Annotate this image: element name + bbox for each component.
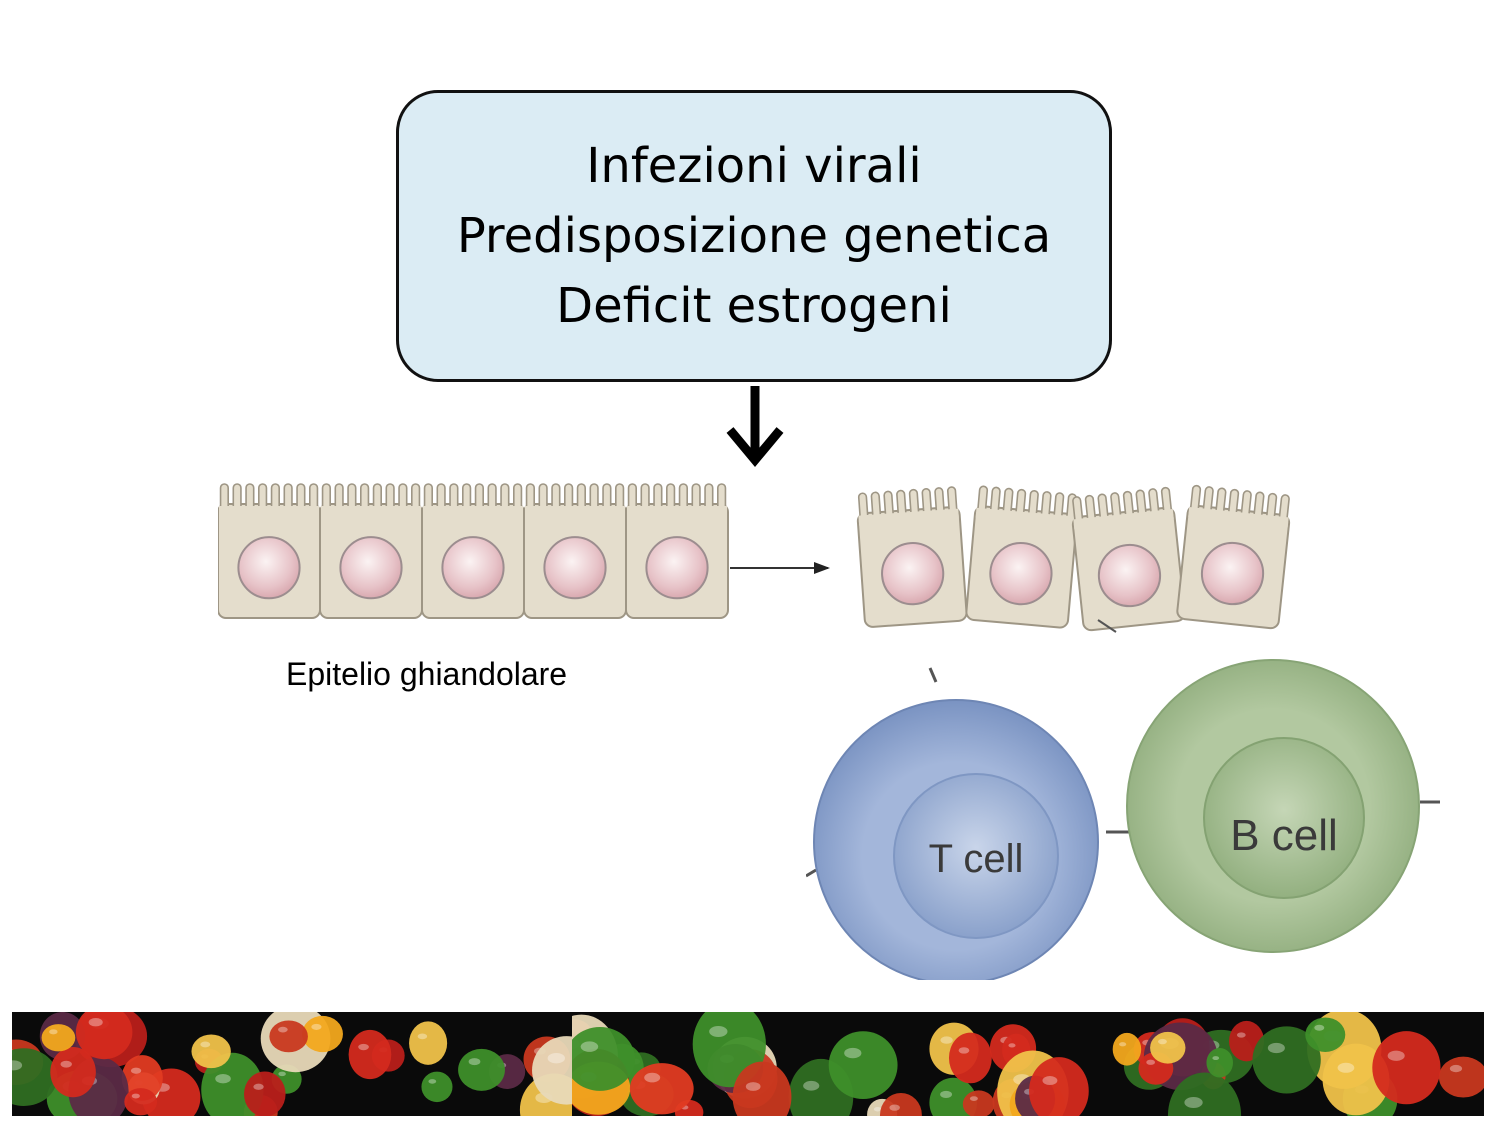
vegetables-footer-strip xyxy=(12,1012,1484,1116)
cause-genetic-predisposition: Predisposizione genetica xyxy=(456,208,1052,264)
epithelial-cell xyxy=(523,483,627,619)
epithelial-cell xyxy=(625,483,729,619)
epithelial-cell xyxy=(319,483,423,619)
cause-viral-infections: Infezioni virali xyxy=(586,138,922,194)
vegetables-panel xyxy=(572,1012,922,1116)
normal-epithelium xyxy=(218,483,830,619)
down-arrow-icon xyxy=(726,386,784,468)
vegetables-panel xyxy=(12,1012,572,1116)
lymphocytes-illustration: T cell B cell xyxy=(806,659,1440,980)
epithelial-cell xyxy=(218,483,321,619)
b-cell: B cell xyxy=(1126,659,1420,953)
cause-estrogen-deficit: Deficit estrogeni xyxy=(556,278,952,334)
causes-box: Infezioni virali Predisposizione genetic… xyxy=(396,90,1112,382)
b-cell-label: B cell xyxy=(1230,811,1338,860)
epithelial-cell xyxy=(1176,484,1291,630)
epithelial-cell xyxy=(965,485,1078,629)
epithelium-label: Epitelio ghiandolare xyxy=(286,656,568,692)
epithelial-cell xyxy=(421,483,525,619)
epithelial-cell xyxy=(856,486,968,628)
damaged-epithelium xyxy=(856,484,1291,633)
t-cell: T cell xyxy=(813,699,1099,980)
epithelial-cell xyxy=(1071,486,1186,632)
t-cell-label: T cell xyxy=(929,837,1024,881)
vegetables-panel xyxy=(929,1012,1484,1116)
